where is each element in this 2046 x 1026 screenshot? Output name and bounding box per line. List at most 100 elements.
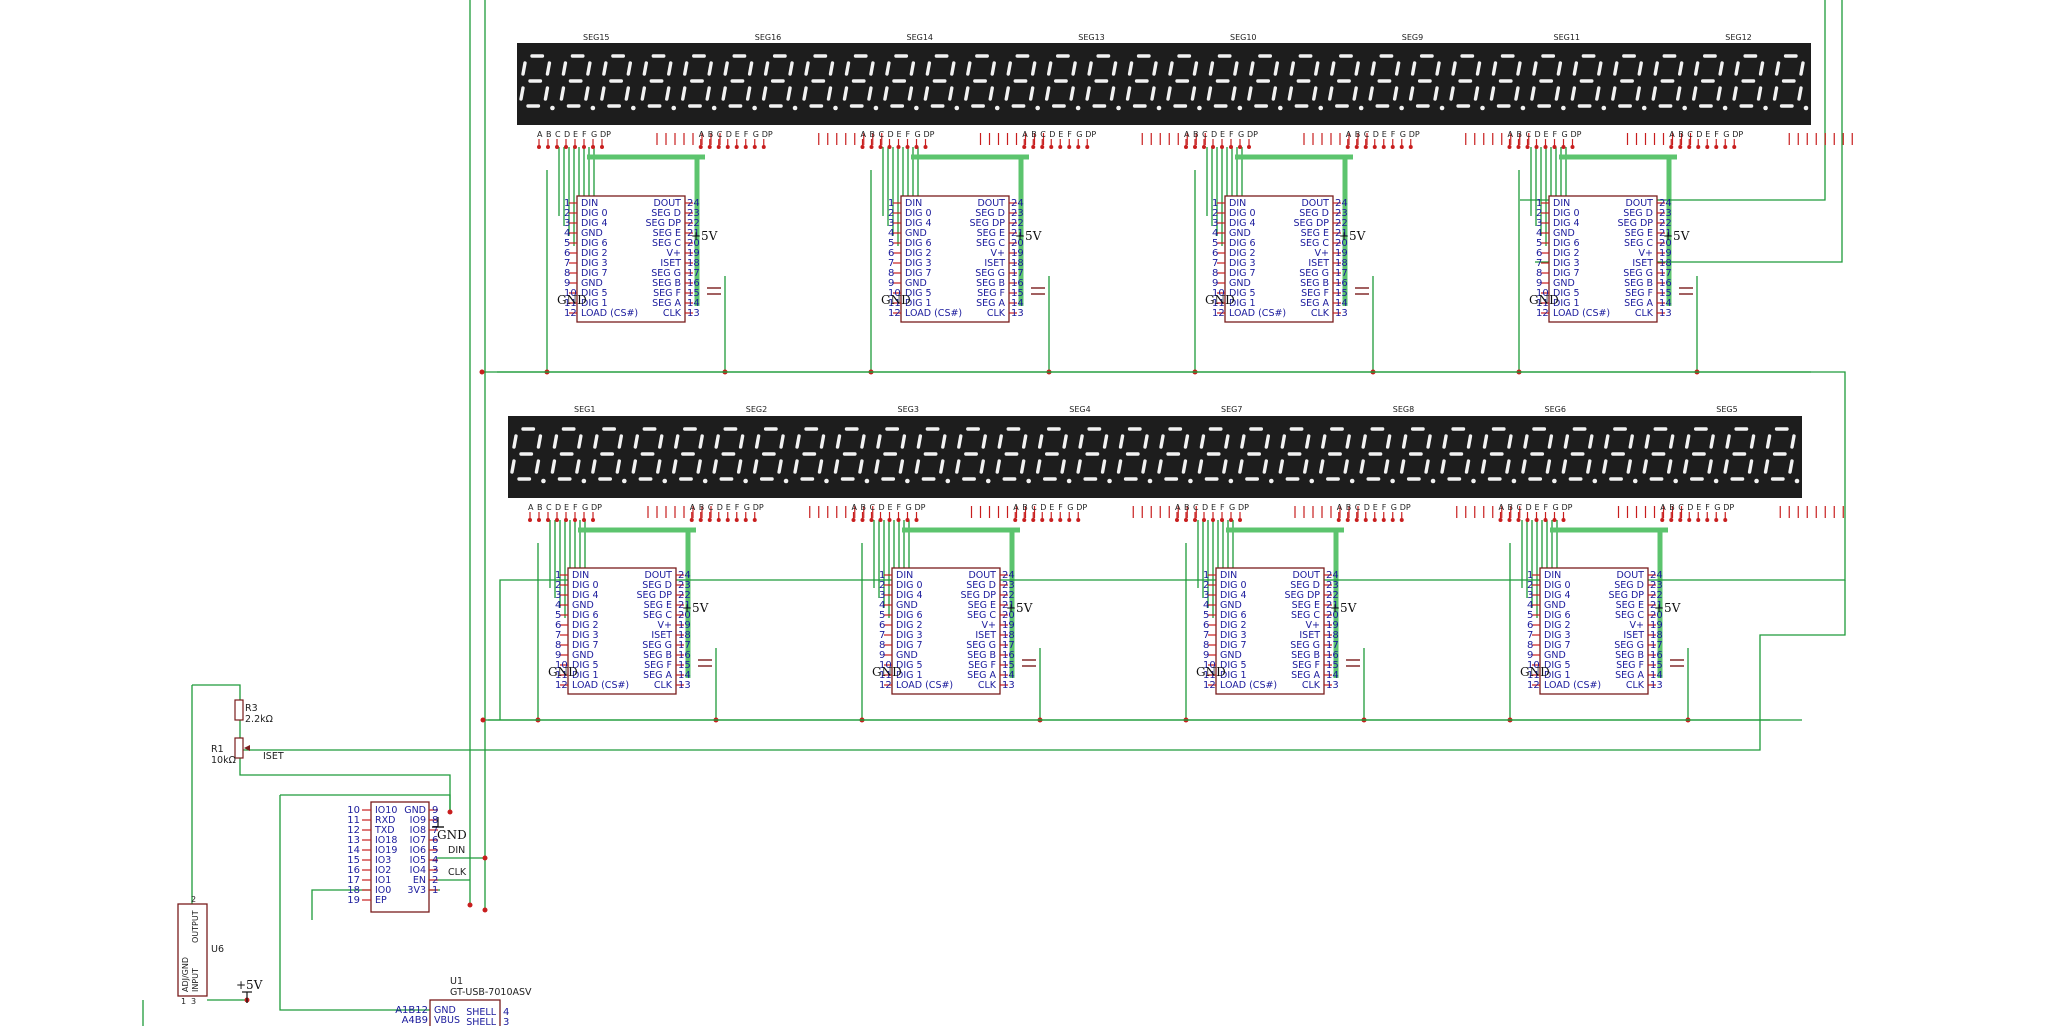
pin-name: DOUT <box>977 198 1005 209</box>
seven-seg-digit <box>1611 54 1647 111</box>
usb-connector-u1[interactable]: U1 GT-USB-7010ASV A1B12GNDA4B9VBUSB8SBU2… <box>395 976 532 1026</box>
pin-row-label: DP <box>600 130 611 139</box>
pin-row-label: D <box>1535 130 1541 139</box>
pin-name: SEG C <box>1291 610 1320 621</box>
pin-row-label: DP <box>1400 503 1411 512</box>
clk-net-label: CLK <box>448 867 467 878</box>
pin-name: GND <box>572 650 594 661</box>
pin-name: DOUT <box>968 570 996 581</box>
r1-value: 10kΩ <box>211 755 236 766</box>
pin-name: DIG 1 <box>1544 670 1571 681</box>
pin-name: ISET <box>660 258 681 269</box>
pin-number: 17 <box>1650 640 1663 651</box>
usb-pin-name: GND <box>434 1005 456 1016</box>
pin-number: 21 <box>1326 600 1339 611</box>
pin-number: 15 <box>1650 660 1663 671</box>
pin-name: DIG 0 <box>1544 580 1571 591</box>
pin-number: 6 <box>1536 248 1542 259</box>
pin-number: 15 <box>687 288 700 299</box>
pin-number: 14 <box>687 298 700 309</box>
seven-seg-digit <box>1076 427 1112 484</box>
pin-name: SEG E <box>968 600 996 611</box>
pin-name: DIG 3 <box>581 258 608 269</box>
regulator-u6[interactable]: OUTPUT ADJ/GND INPUT 2 1 3 U6 <box>177 895 224 1006</box>
seven-seg-digit <box>1489 54 1526 111</box>
pin-name: DIG 3 <box>1229 258 1256 269</box>
pin-number: 17 <box>1011 268 1024 279</box>
seven-seg-digit <box>1035 427 1072 484</box>
pin-number: 15 <box>1326 660 1339 671</box>
pin-number: 11 <box>555 670 568 681</box>
pin-row-label: G <box>1238 130 1244 139</box>
pin-name: SEG D <box>651 208 681 219</box>
ground-label: GND <box>872 665 902 679</box>
pin-row-label: E <box>1211 503 1216 512</box>
pin-row-label: B <box>1678 130 1684 139</box>
pin-number: 23 <box>1659 208 1672 219</box>
pin-name: DIG 6 <box>1553 238 1580 249</box>
pin-name: SEG A <box>1615 670 1644 681</box>
pin-name: GND <box>1553 228 1575 239</box>
pin-name: DIG 4 <box>1553 218 1580 229</box>
pin-name: DIG 7 <box>1229 268 1256 279</box>
pin-name: SEG D <box>975 208 1005 219</box>
pin-row-label: D <box>1373 130 1379 139</box>
pin-row-label: E <box>1705 130 1710 139</box>
pin-number: 21 <box>687 228 700 239</box>
pin-row-label: D <box>888 130 894 139</box>
pin-number: 21 <box>678 600 691 611</box>
supply-label: +5V <box>1006 601 1033 615</box>
pin-row-label: DP <box>1723 503 1734 512</box>
pin-number: 4 <box>555 600 561 611</box>
pin-name: SEG DP <box>1294 218 1330 229</box>
pin-number: 23 <box>1002 580 1015 591</box>
ground-label: GND <box>881 293 911 307</box>
pin-number: 19 <box>1011 248 1024 259</box>
pin-number: 20 <box>1011 238 1024 249</box>
pin-number: 13 <box>1002 680 1015 691</box>
seven-seg-digit <box>712 427 748 484</box>
pin-name: DIG 3 <box>1553 258 1580 269</box>
seven-seg-digit <box>1166 54 1202 111</box>
pin-name: DIG 0 <box>572 580 599 591</box>
resistor-r3[interactable]: R3 2.2kΩ <box>234 699 273 725</box>
pin-name: GND <box>896 650 918 661</box>
pin-number: 23 <box>1011 208 1024 219</box>
mcu-pin-number: 9 <box>432 805 438 816</box>
pin-name: V+ <box>982 620 996 631</box>
pin-number: 24 <box>678 570 691 581</box>
pin-name: SEG E <box>644 600 672 611</box>
pin-number: 2 <box>1536 208 1542 219</box>
pin-row-label: F <box>735 503 740 512</box>
resistor-r1[interactable]: R1 10kΩ <box>211 737 250 766</box>
pin-name: DIG 1 <box>1220 670 1247 681</box>
pin-row-label: F <box>1067 130 1072 139</box>
pin-row-label: G <box>582 503 588 512</box>
pin-number: 5 <box>1536 238 1542 249</box>
u6-pin-num-output: 2 <box>191 895 196 904</box>
pin-name: GND <box>905 278 927 289</box>
pin-row-label: C <box>555 130 561 139</box>
mcu-pin-name: IO8 <box>410 825 426 836</box>
pin-number: 11 <box>1212 298 1225 309</box>
pin-name: DIG 2 <box>1553 248 1580 259</box>
pin-row-label: C <box>717 130 723 139</box>
ground-label: GND <box>548 665 578 679</box>
pin-number: 8 <box>1203 640 1209 651</box>
pin-number: 10 <box>1203 660 1216 671</box>
seven-seg-digit <box>1085 54 1121 111</box>
pin-name: SEG A <box>643 670 672 681</box>
pin-name: DIG 7 <box>572 640 599 651</box>
pin-row-label: B <box>1022 503 1028 512</box>
pin-row-label: B <box>1355 130 1361 139</box>
pin-number: 15 <box>1335 288 1348 299</box>
